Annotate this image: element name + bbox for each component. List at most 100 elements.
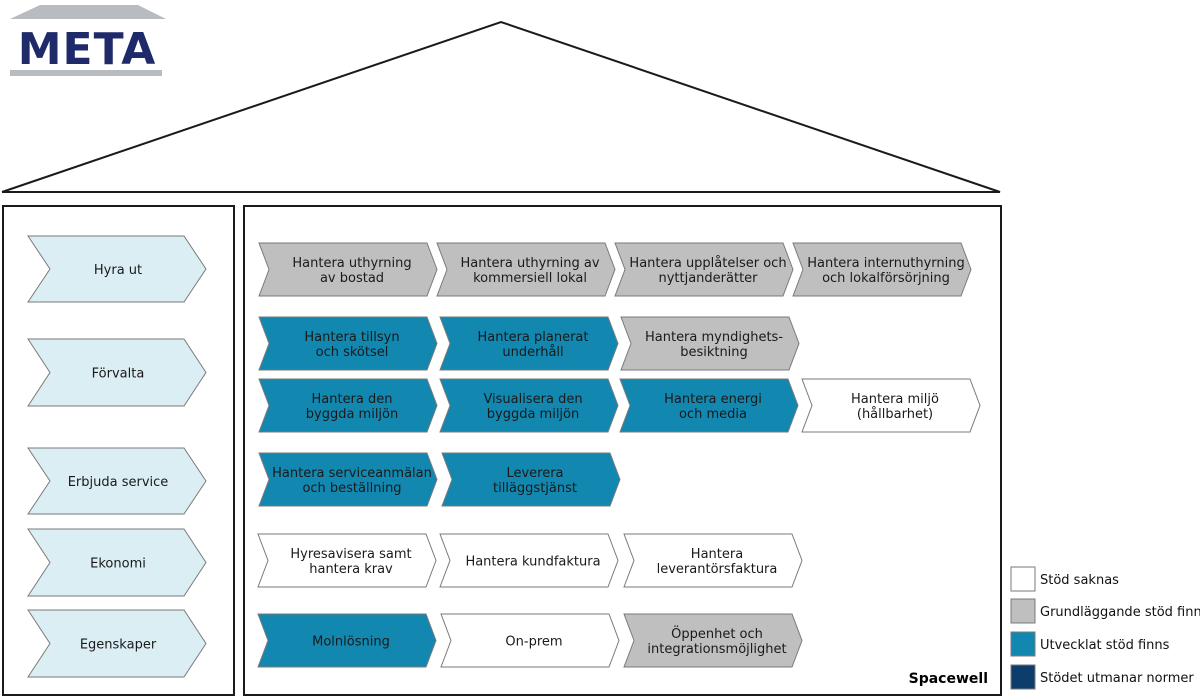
category-chevron (27, 447, 207, 515)
process-chevron (257, 613, 437, 668)
process-label: besiktning (680, 345, 748, 360)
process-label: Hantera myndighets- (645, 330, 783, 345)
process-label: Hantera internuthyrning (807, 256, 965, 271)
category-label: Ekonomi (90, 557, 146, 572)
process-label: tilläggstjänst (493, 481, 577, 496)
process-chevron (439, 533, 619, 588)
process-label: (hållbarhet) (857, 407, 933, 422)
category-label: Erbjuda service (68, 475, 169, 490)
process-chevron (623, 613, 803, 668)
process-chevron (801, 378, 981, 433)
process-label: Hantera den (311, 392, 392, 407)
process-label: Visualisera den (483, 392, 582, 407)
process-label: byggda miljön (306, 407, 399, 422)
process-chevron (258, 316, 438, 371)
process-chevron (258, 378, 438, 433)
category-chevron (27, 338, 207, 407)
category-item: Egenskaper (27, 609, 207, 678)
process-label: Hantera planerat (478, 330, 589, 345)
process-label: Hantera energi (664, 392, 762, 407)
process-label: Hyresavisera samt (290, 547, 411, 562)
process-label: och media (679, 407, 747, 422)
process-label: av bostad (320, 271, 384, 286)
process-label: Öppenhet och (671, 625, 763, 642)
process-label: och skötsel (316, 345, 389, 360)
legend-item: Stödet utmanar normer (1010, 664, 1194, 690)
legend-item: Utvecklat stöd finns (1010, 631, 1170, 657)
process-chevron (439, 316, 619, 371)
category-item: Ekonomi (27, 528, 207, 597)
process-chevron (439, 378, 619, 433)
category-chevron (27, 528, 207, 597)
process-chevron (792, 242, 972, 297)
process-chevron (258, 452, 438, 507)
process-chevron (619, 378, 799, 433)
process-chevron (436, 242, 616, 297)
process-label: On-prem (505, 635, 562, 650)
logo-text: META (18, 24, 157, 75)
process-label: Hantera upplåtelser och (629, 256, 786, 271)
process-frame (243, 205, 1002, 696)
category-item: Förvalta (27, 338, 207, 407)
vendor-label: Spacewell (909, 671, 988, 687)
process-item: Hantera myndighets-besiktning (620, 316, 800, 371)
process-label: Hantera miljö (851, 392, 939, 407)
legend-swatch (1010, 566, 1036, 592)
process-label: Hantera tillsyn (304, 330, 399, 345)
legend-label: Utvecklat stöd finns (1040, 638, 1170, 653)
process-label: underhåll (502, 345, 563, 360)
legend-label: Grundläggande stöd finns (1040, 605, 1200, 620)
legend-item: Grundläggande stöd finns (1010, 598, 1200, 624)
process-chevron (620, 316, 800, 371)
process-label: kommersiell lokal (473, 271, 587, 286)
process-chevron (441, 452, 621, 507)
process-chevron (623, 533, 803, 588)
process-item: On-prem (440, 613, 620, 668)
logo-base (10, 70, 162, 76)
house-roof (1, 20, 1001, 193)
process-label: Molnlösning (312, 635, 390, 650)
legend-label: Stöd saknas (1040, 573, 1119, 588)
process-label: hantera krav (309, 562, 393, 577)
process-label: och lokalförsörjning (822, 271, 950, 286)
category-chevron (27, 235, 207, 303)
process-label: integrationsmöjlighet (647, 642, 786, 657)
logo-roof (10, 5, 166, 19)
process-label: Hantera uthyrning (292, 256, 411, 271)
process-label: och beställning (302, 481, 401, 496)
meta-logo: META (10, 5, 166, 76)
process-label: nyttjanderätter (658, 271, 758, 286)
process-label: Hantera serviceanmälan (272, 466, 432, 481)
process-item: Hantera miljö(hållbarhet) (801, 378, 981, 433)
process-chevron (258, 242, 438, 297)
category-item: Hyra ut (27, 235, 207, 303)
category-label: Hyra ut (94, 263, 142, 278)
process-label: Hantera (691, 547, 743, 562)
legend-swatch (1010, 664, 1036, 690)
process-chevron (257, 533, 437, 588)
process-label: byggda miljön (487, 407, 580, 422)
process-item: Molnlösning (257, 613, 437, 668)
process-item: Hantera kundfaktura (439, 533, 619, 588)
category-label: Förvalta (92, 367, 145, 382)
category-chevron (27, 609, 207, 678)
process-label: Leverera (506, 466, 563, 481)
process-chevron (614, 242, 794, 297)
legend-label: Stödet utmanar normer (1040, 671, 1194, 686)
category-label: Egenskaper (80, 638, 157, 653)
